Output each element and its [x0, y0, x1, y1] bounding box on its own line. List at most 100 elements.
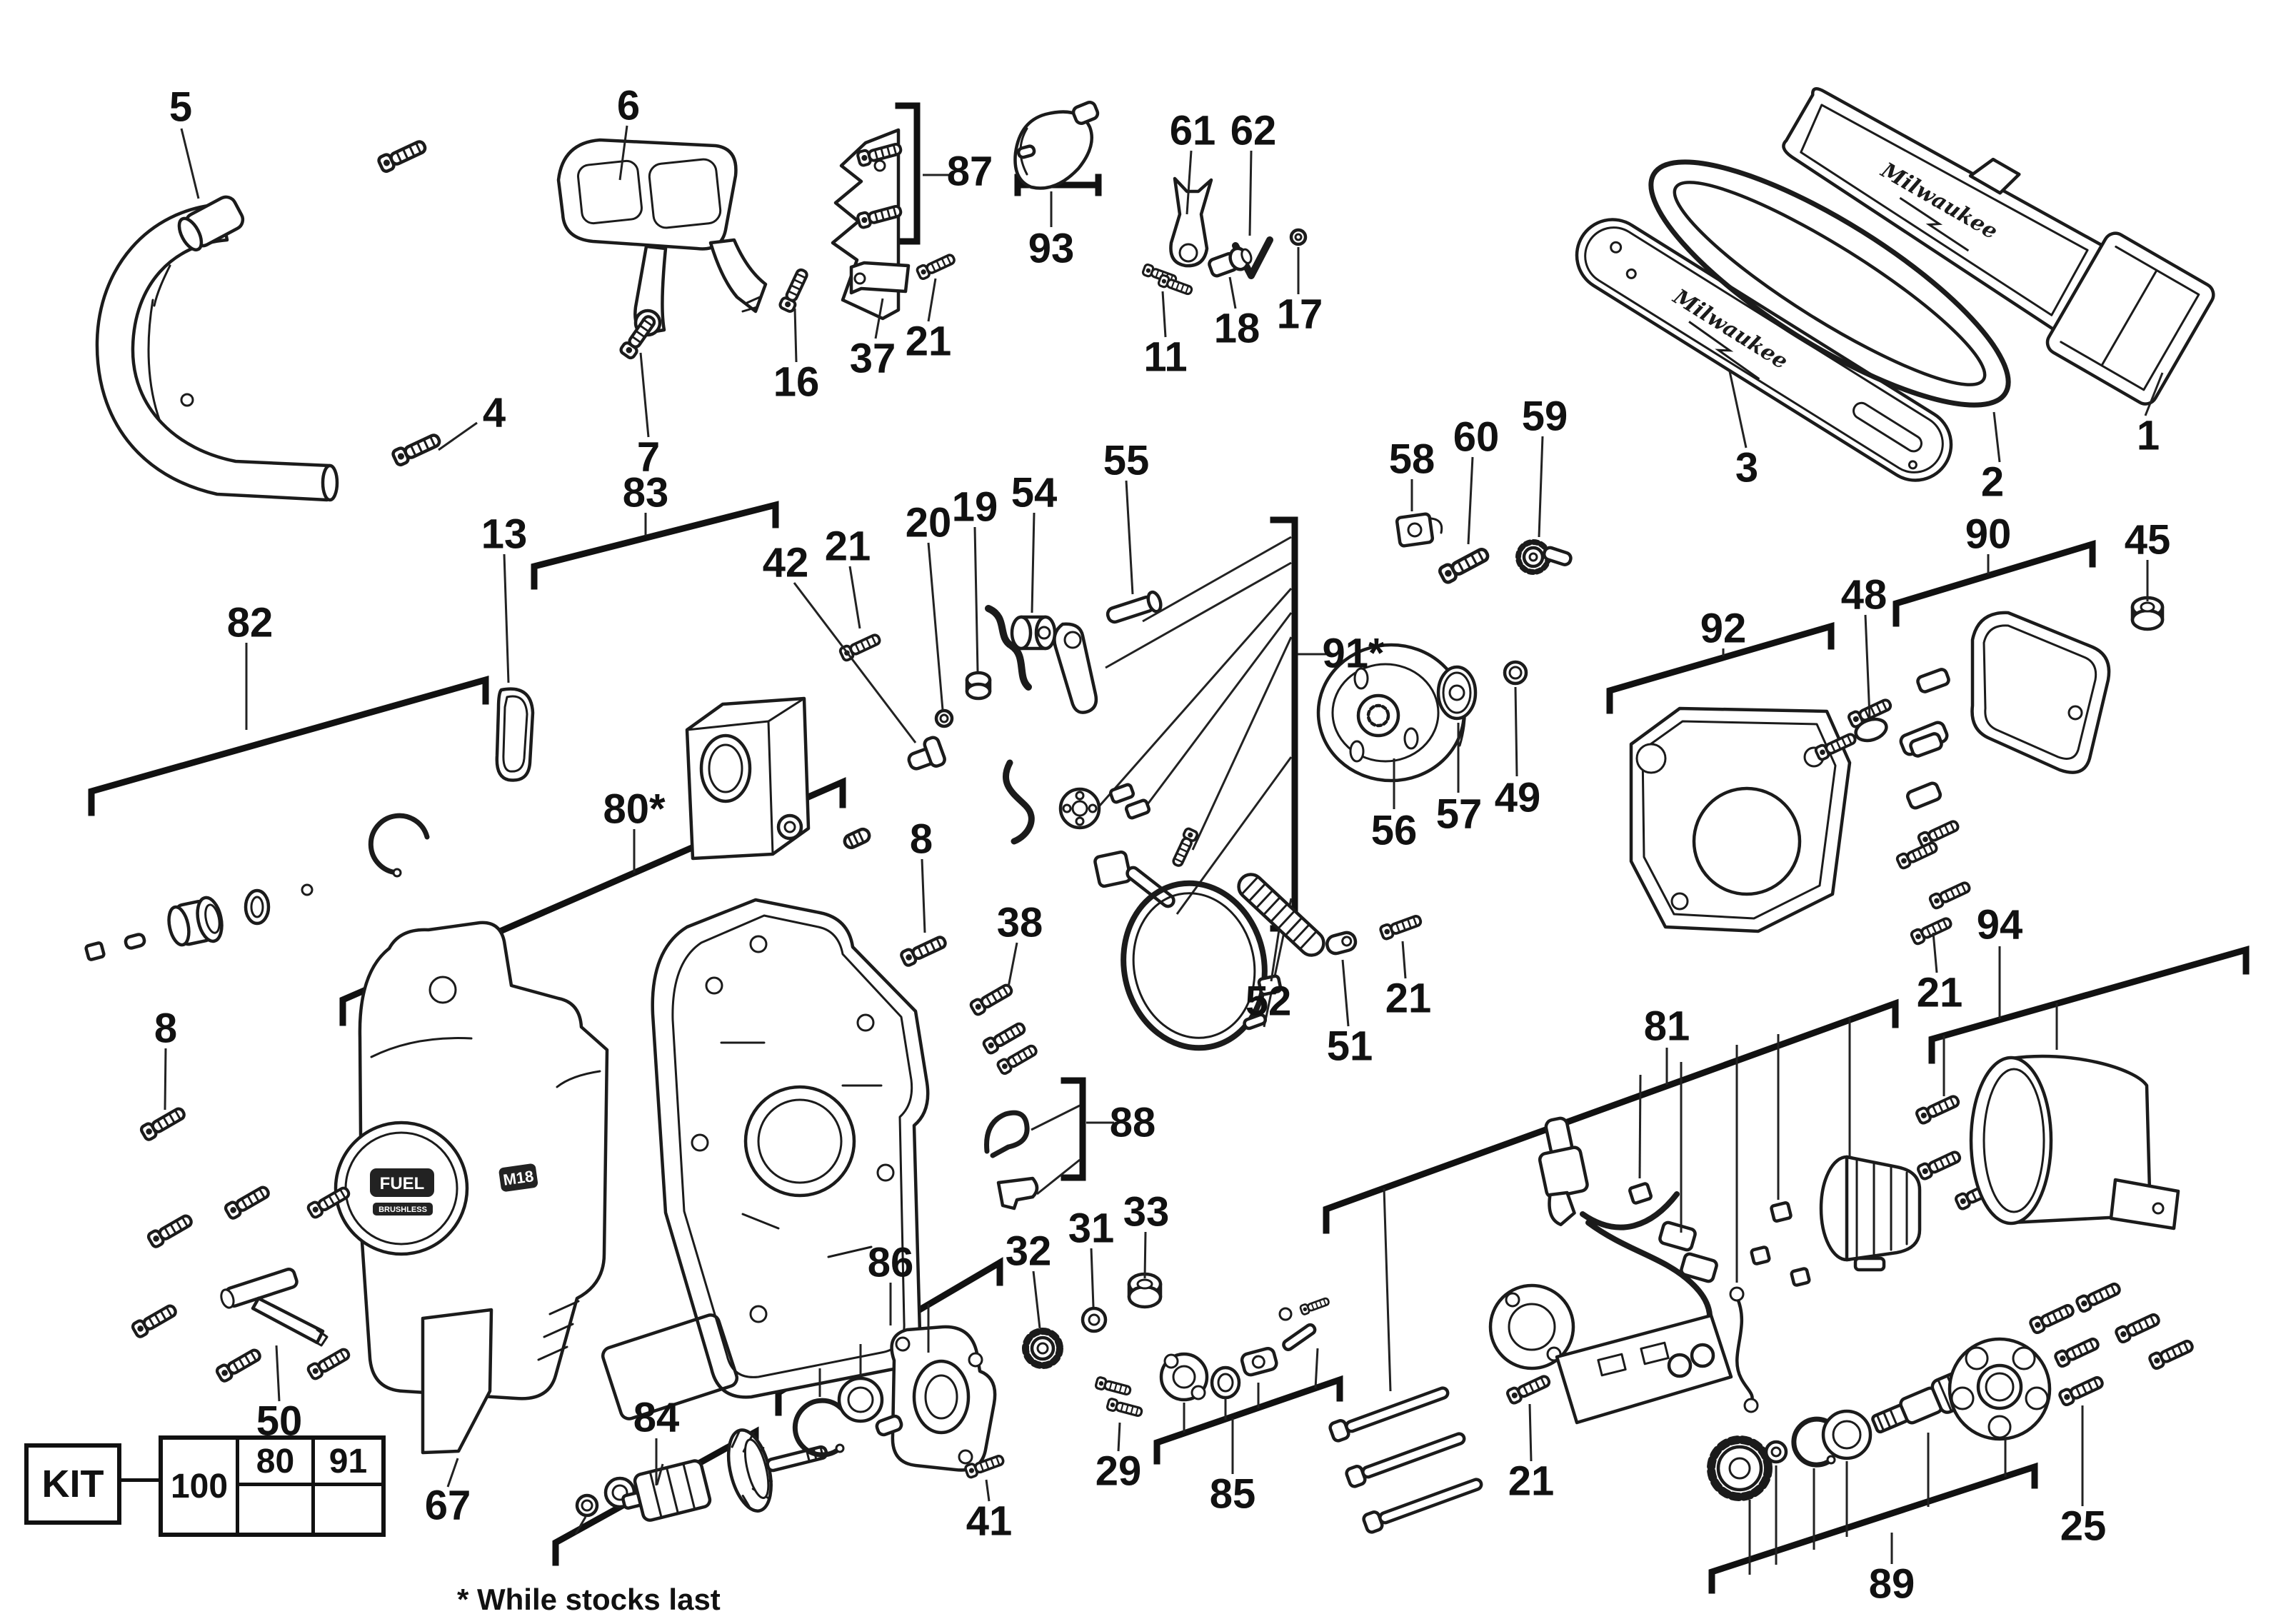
leader-line-2: [1992, 411, 2001, 463]
part-number-57: 57: [1436, 791, 1483, 838]
part-83-oil-pump: [685, 605, 1032, 861]
leader-line-55: [1125, 480, 1134, 595]
leader-line-31: [1090, 1248, 1095, 1308]
part-number-91*: 91*: [1322, 631, 1385, 677]
part-48-plug: [1854, 717, 1888, 743]
part-number-58: 58: [1389, 436, 1435, 483]
part-92-inner-plate: [1629, 697, 1973, 933]
part-number-89: 89: [1869, 1561, 1915, 1608]
bracket-80: [339, 777, 846, 1026]
part-16-screw: [779, 268, 810, 313]
part-11-screws: [1141, 262, 1195, 298]
part-57-washer-disc: [1436, 665, 1478, 721]
part-55-pin-and-lever: [1053, 590, 1163, 714]
leader-line-61: [1185, 150, 1193, 215]
part-number-82: 82: [227, 600, 274, 646]
leader-line-13: [503, 553, 510, 683]
part-90-sprocket-cover: [1909, 611, 2111, 774]
leader-line-3: [1728, 371, 1748, 448]
part-80-housing-left-half: FUEL BRUSHLESS M18: [334, 921, 609, 1400]
part-number-41: 41: [966, 1498, 1013, 1545]
leader-line-81: [1383, 1188, 1392, 1392]
part-number-3: 3: [1735, 445, 1758, 491]
part-4-screw-b: [392, 432, 442, 466]
leader-line-33: [1143, 1231, 1147, 1279]
bracket-91: [1270, 516, 1298, 932]
leader-line-21: [1528, 1403, 1533, 1462]
leader-line-4: [438, 421, 478, 451]
part-80-gasket-sheet: [601, 1313, 739, 1420]
leader-line-8: [921, 858, 926, 933]
leader-line-48: [1864, 614, 1871, 718]
part-84-armature: [575, 1428, 828, 1522]
part-number-60: 60: [1453, 414, 1500, 461]
part-59-tension-screw: [1515, 539, 1573, 575]
leader-line-59: [1538, 436, 1544, 538]
leader-line-88: [1036, 1158, 1081, 1196]
part-number-51: 51: [1327, 1023, 1373, 1070]
part-33-nut: [1127, 1272, 1163, 1309]
part-21-label-cover: 21: [1917, 932, 1963, 1016]
part-13-gasket: [495, 687, 535, 782]
bracket-85: [1153, 1375, 1343, 1465]
part-21-screw-cover: [1909, 914, 1955, 946]
part-number-32: 32: [1006, 1228, 1052, 1275]
part-2-saw-chain: [1648, 159, 2011, 408]
part-number-11: 11: [1143, 334, 1187, 381]
leader-line-62: [1248, 150, 1253, 236]
part-number-45: 45: [2125, 517, 2171, 563]
leader-line-19: [973, 526, 979, 672]
part-number-21: 21: [906, 319, 952, 365]
leader-line-21: [1401, 941, 1407, 979]
part-number-2: 2: [1981, 459, 2004, 506]
part-17-oring: [1289, 228, 1308, 246]
part-number-93: 93: [1028, 226, 1075, 272]
part-52-spring: [1237, 873, 1325, 957]
leader-line-8: [164, 1048, 167, 1111]
part-31-washer: [1081, 1306, 1108, 1333]
part-number-31: 31: [1068, 1206, 1115, 1252]
part-number-33: 33: [1123, 1189, 1170, 1235]
leader-line-42: [793, 582, 917, 743]
part-60-screw: [1438, 546, 1490, 583]
part-number-25: 25: [2060, 1503, 2107, 1550]
leader-line-21: [927, 278, 937, 322]
bracket-87: [895, 102, 921, 245]
part-85-oiler-group: [1159, 1295, 1331, 1402]
part-81-electronics-group: [1329, 1116, 1922, 1533]
part-number-88: 88: [1110, 1100, 1156, 1146]
part-45-nut: [2130, 596, 2165, 631]
part-number-21: 21: [1385, 976, 1432, 1022]
leader-line-11: [1161, 291, 1167, 338]
part-20-oring: [934, 708, 954, 728]
part-number-8: 8: [154, 1006, 177, 1052]
part-number-42: 42: [763, 540, 809, 586]
bracket-94: [1928, 946, 2250, 1064]
part-80-housing-right-half: [651, 898, 930, 1399]
part-number-80*: 80*: [603, 786, 666, 833]
part-21-screw-brake: [1378, 911, 1424, 941]
part-50-scrench-tool: [220, 1268, 329, 1347]
part-number-21: 21: [825, 523, 871, 570]
leader-line-1: [2144, 372, 2164, 416]
bracket-82: [88, 676, 489, 816]
part-number-17: 17: [1277, 291, 1323, 338]
part-54-roller: [1010, 615, 1057, 651]
leader-line-54: [1031, 512, 1036, 613]
part-number-21e: 21: [1917, 970, 1963, 1016]
part-3-guide-bar: Milwaukee: [1575, 218, 1953, 482]
kit-cell-91: 91: [329, 1442, 368, 1480]
part-19-nut: [965, 671, 992, 701]
part-82-oil-cap-group: [84, 813, 430, 961]
leader-line-88: [1031, 1104, 1081, 1131]
leader-line-41: [985, 1479, 991, 1502]
leader-line-84: [574, 1516, 587, 1535]
part-number-52: 52: [1245, 978, 1292, 1025]
leader-line-7: [639, 352, 650, 438]
leader-line-6: [618, 125, 628, 181]
part-number-92: 92: [1700, 606, 1747, 652]
leader-line-20: [927, 542, 944, 711]
